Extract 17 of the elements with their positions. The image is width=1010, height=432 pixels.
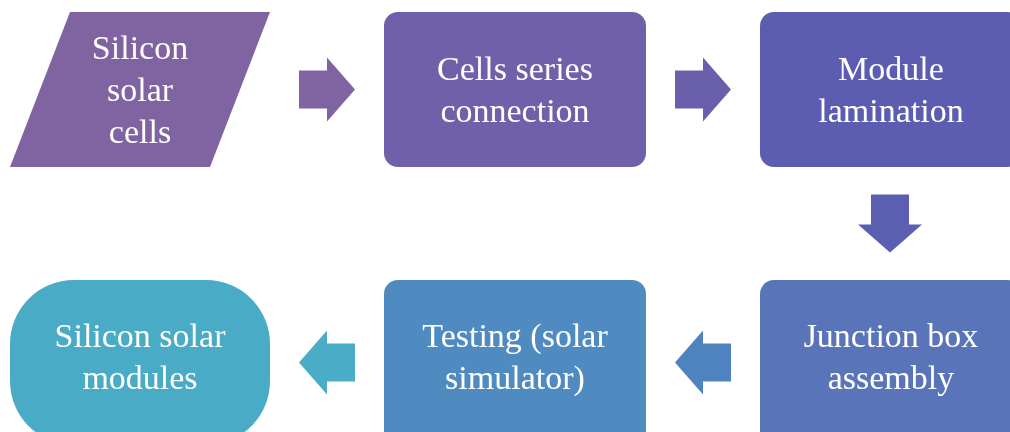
process-box: [760, 280, 1010, 432]
process-box: [384, 12, 646, 167]
process-box: [760, 12, 1010, 167]
step-label: Silicon solar cells: [90, 27, 190, 152]
block-arrow: [675, 330, 731, 395]
step-label: Module lamination: [817, 48, 965, 131]
block-arrow: [858, 194, 922, 253]
step-label: Cells series connection: [436, 48, 594, 131]
step-label: Silicon solar modules: [53, 315, 227, 398]
block-arrow: [299, 57, 355, 122]
block-arrow: [299, 330, 355, 395]
block-arrow: [675, 57, 731, 122]
process-box: [10, 280, 270, 432]
process-box: [384, 280, 646, 432]
step-label: Testing (solar simulator): [421, 315, 609, 398]
step-label: Junction box assembly: [802, 315, 980, 398]
input-parallelogram: [10, 12, 270, 167]
